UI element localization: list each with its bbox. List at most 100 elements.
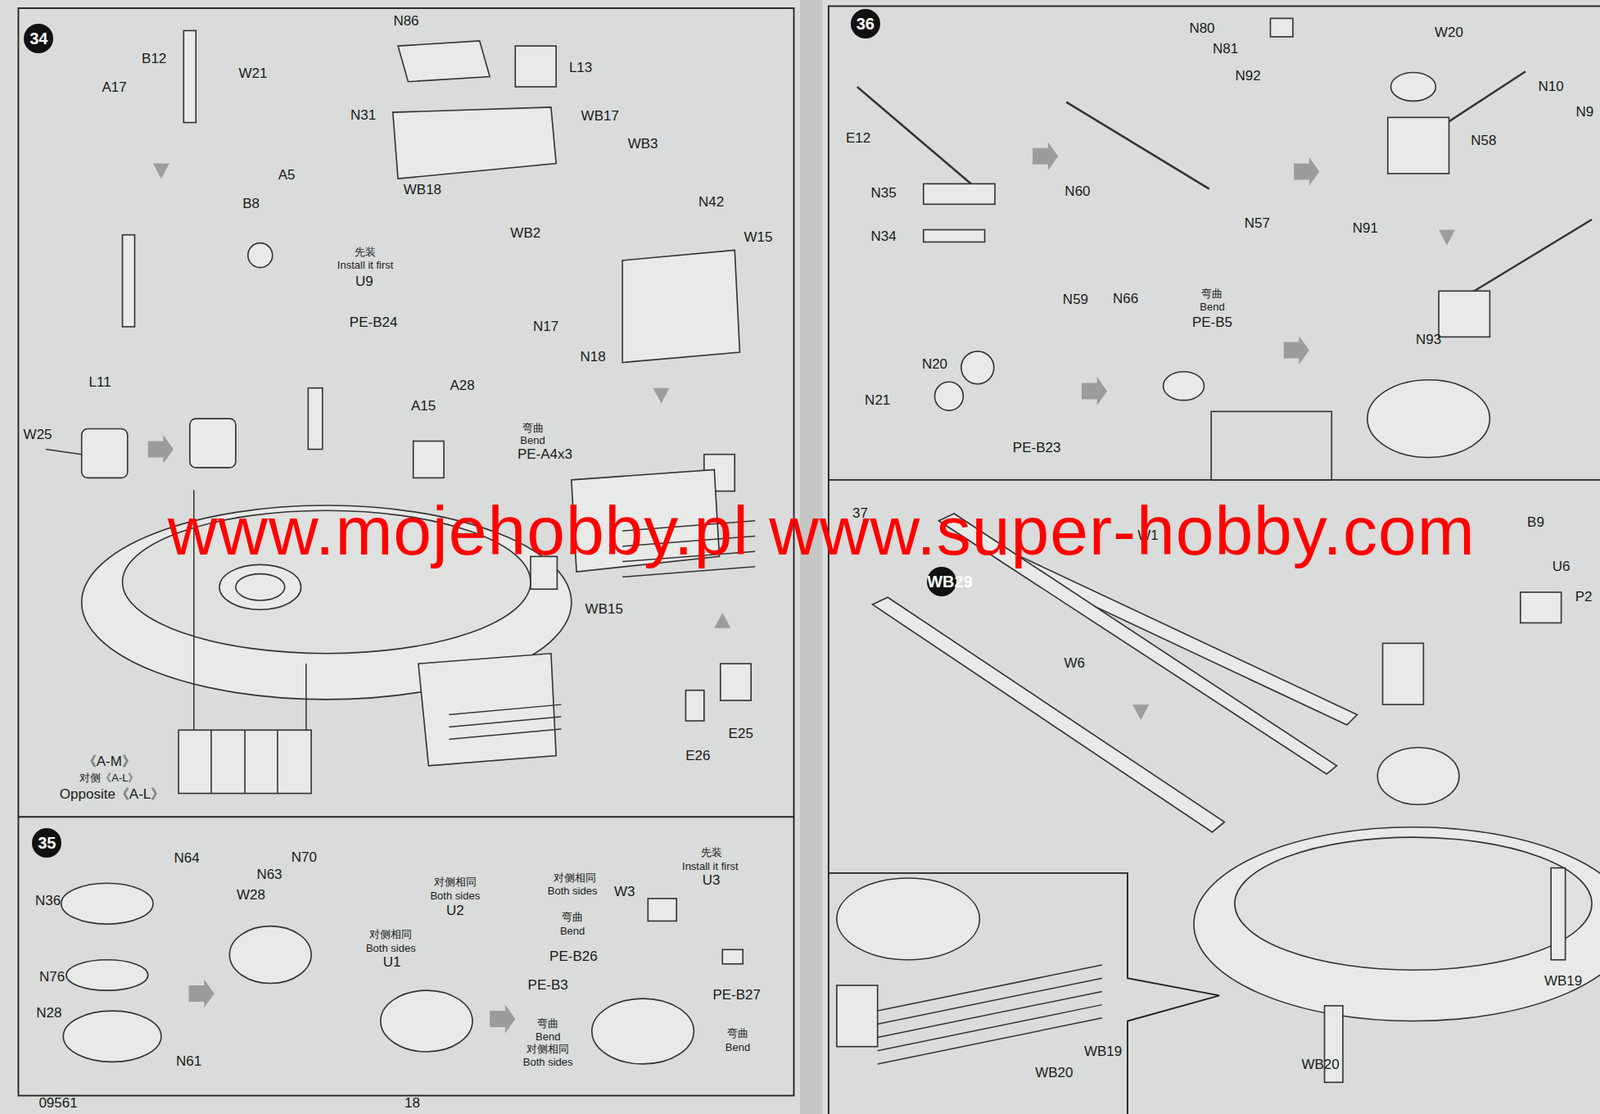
note-text: Both sides — [429, 890, 480, 902]
part-label: N64 — [173, 850, 199, 867]
part-label: W6 — [1063, 655, 1085, 672]
part-label: N60 — [1064, 184, 1090, 200]
part-label: N76 — [39, 968, 65, 985]
step-number: 34 — [23, 23, 54, 54]
part-label: N80 — [1188, 21, 1215, 37]
part-label: N81 — [1212, 40, 1239, 57]
part-label: A17 — [101, 80, 127, 96]
part-label: B12 — [141, 51, 167, 68]
part-label: N36 — [35, 893, 61, 909]
part-label: W20 — [1434, 25, 1464, 41]
part-label: N42 — [698, 194, 724, 210]
part-label: U6 — [1552, 558, 1571, 575]
note-text: Bend — [560, 924, 585, 936]
part-label: PE-B26 — [549, 948, 598, 964]
part-label: WB18 — [403, 181, 442, 198]
part-label: W15 — [743, 230, 773, 246]
part-label: 09561 — [38, 1094, 77, 1111]
part-label: U2 — [446, 902, 465, 918]
note-text: 弯曲 — [561, 911, 584, 923]
part-label: B8 — [242, 196, 260, 213]
note-text: Both sides — [547, 885, 598, 897]
part-label: N18 — [579, 349, 606, 366]
part-label: PE-B23 — [1012, 440, 1062, 457]
part-label: PE-A4x3 — [517, 446, 573, 462]
note-text: 弯曲 — [522, 422, 544, 434]
part-label: L13 — [569, 60, 593, 77]
note-text: Bend — [519, 434, 545, 447]
part-label: W25 — [23, 427, 53, 443]
part-label: 18 — [404, 1094, 421, 1111]
part-label: WB15 — [585, 601, 624, 618]
part-label: N66 — [1112, 291, 1139, 308]
note-text: Install it first — [682, 860, 739, 873]
part-label: W3 — [614, 884, 636, 900]
part-label: N57 — [1244, 216, 1271, 232]
part-label: WB3 — [628, 135, 659, 152]
note-text: 先装 — [354, 246, 376, 258]
part-label: N92 — [1234, 68, 1261, 85]
note-text: 对侧相同 — [526, 1043, 570, 1055]
part-label: N31 — [350, 107, 376, 123]
part-label: N34 — [871, 229, 897, 245]
note-text: 对侧相同 — [369, 928, 412, 941]
part-label: PE-B24 — [349, 314, 398, 330]
step-number: WB29 — [926, 566, 957, 597]
part-label: W21 — [239, 65, 268, 82]
part-label: WB19 — [1084, 1043, 1122, 1059]
note-text: Both sides — [523, 1056, 574, 1068]
part-label: N20 — [922, 357, 948, 373]
part-label: WB17 — [581, 108, 620, 125]
note-text: 先装 — [700, 845, 723, 858]
part-label: N59 — [1062, 292, 1089, 308]
part-label: W28 — [236, 887, 266, 904]
note-text: 弯曲 — [727, 1027, 749, 1040]
note-text: Bend — [725, 1040, 751, 1053]
part-label: WB20 — [1035, 1064, 1073, 1081]
part-label: U3 — [702, 872, 721, 889]
note-text: 对侧相同 — [433, 876, 477, 888]
part-label: N10 — [1538, 79, 1564, 95]
part-label: N35 — [871, 185, 897, 201]
part-label: N28 — [36, 1005, 62, 1022]
part-label: E26 — [685, 748, 710, 764]
part-label: L11 — [89, 375, 112, 391]
step-number: 35 — [31, 827, 62, 858]
note-text: Bend — [1199, 301, 1225, 313]
note-text: 弯曲 — [1201, 288, 1223, 300]
part-label: N21 — [864, 392, 891, 408]
watermark: www.mojehobby.pl www.super-hobby.com — [167, 492, 1476, 569]
part-label: N91 — [1352, 221, 1379, 237]
note-text: 弯曲 — [537, 1017, 559, 1030]
part-label: WB20 — [1301, 1056, 1339, 1072]
part-label: N93 — [1415, 332, 1442, 349]
part-label: 《A-M》 — [82, 753, 136, 769]
note-text: 对侧《A-L》 — [79, 771, 139, 783]
part-label: P2 — [1575, 589, 1593, 606]
part-label: N86 — [393, 13, 419, 30]
part-label: N63 — [256, 867, 282, 883]
part-label: PE-B27 — [712, 987, 761, 1004]
part-label: E12 — [845, 131, 871, 147]
part-label: WB19 — [1544, 972, 1582, 989]
part-label: N70 — [291, 849, 317, 865]
part-label: PE-B5 — [1192, 314, 1233, 330]
note-text: Both sides — [366, 942, 416, 954]
part-label: N17 — [533, 318, 559, 335]
part-label: A15 — [411, 398, 436, 415]
part-label: E25 — [728, 726, 754, 742]
note-text: Bend — [535, 1030, 561, 1043]
note-text: 对侧相同 — [553, 872, 597, 884]
step-number: 36 — [850, 9, 881, 39]
part-label: N9 — [1575, 104, 1594, 121]
part-label: WB2 — [510, 225, 541, 242]
part-label: PE-B3 — [528, 976, 569, 993]
part-label: B9 — [1527, 515, 1545, 531]
part-label: U9 — [355, 274, 374, 290]
part-label: U1 — [383, 954, 402, 971]
note-text: Install it first — [337, 259, 394, 272]
part-label: N58 — [1470, 133, 1497, 150]
part-label: A28 — [449, 378, 475, 394]
part-label: N61 — [176, 1053, 202, 1070]
part-label: Opposite《A-L》 — [59, 786, 166, 802]
